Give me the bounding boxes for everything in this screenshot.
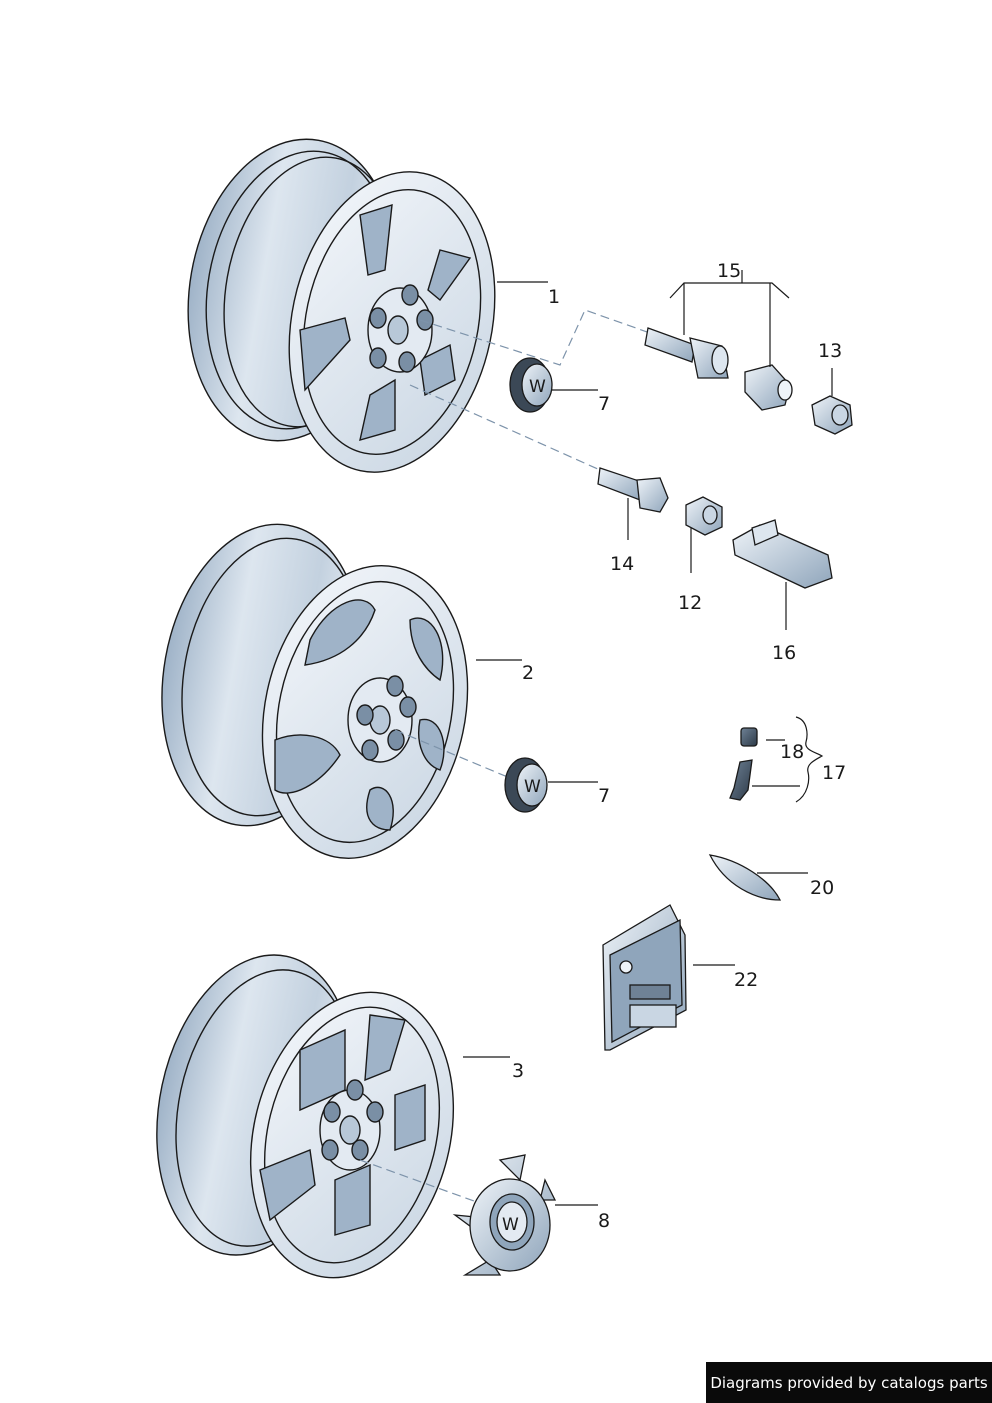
- callout-17: 17: [822, 762, 846, 784]
- callout-12: 12: [678, 592, 702, 614]
- callout-14: 14: [610, 553, 634, 575]
- nut-12: [685, 496, 723, 536]
- callout-8: 8: [598, 1210, 610, 1232]
- valve-cap-18: [740, 727, 758, 747]
- valve-stem-17: [729, 759, 753, 801]
- callout-15: 15: [717, 260, 741, 282]
- nut-13: [811, 395, 853, 435]
- callout-18: 18: [780, 741, 804, 763]
- center-cap-7b: W: [504, 757, 548, 813]
- svg-text:W: W: [529, 377, 546, 397]
- removal-tool-16: [732, 519, 833, 589]
- callout-22: 22: [734, 969, 758, 991]
- leader-lines: [463, 270, 833, 1206]
- balance-weight-20: [708, 854, 782, 901]
- callout-3: 3: [512, 1060, 524, 1082]
- center-cap-8: W: [452, 1154, 557, 1276]
- callout-7b: 7: [598, 785, 610, 807]
- svg-text:W: W: [524, 777, 541, 797]
- wheel-1: [187, 138, 496, 473]
- callout-2: 2: [522, 662, 534, 684]
- callout-7a: 7: [598, 393, 610, 415]
- callout-20: 20: [810, 877, 834, 899]
- assembly-lines: [359, 309, 651, 1206]
- center-cap-7a: W: [509, 357, 553, 413]
- bolt-14: [597, 467, 669, 513]
- callout-16: 16: [772, 642, 796, 664]
- wheel-2: [161, 523, 469, 859]
- footer-credit: Diagrams provided by catalogs parts: [706, 1362, 992, 1403]
- wheel-3: [156, 954, 455, 1279]
- svg-text:W: W: [502, 1215, 519, 1235]
- package-22: [602, 904, 687, 1051]
- callout-1: 1: [548, 286, 560, 308]
- locking-bolt-15: [644, 327, 793, 411]
- callout-13: 13: [818, 340, 842, 362]
